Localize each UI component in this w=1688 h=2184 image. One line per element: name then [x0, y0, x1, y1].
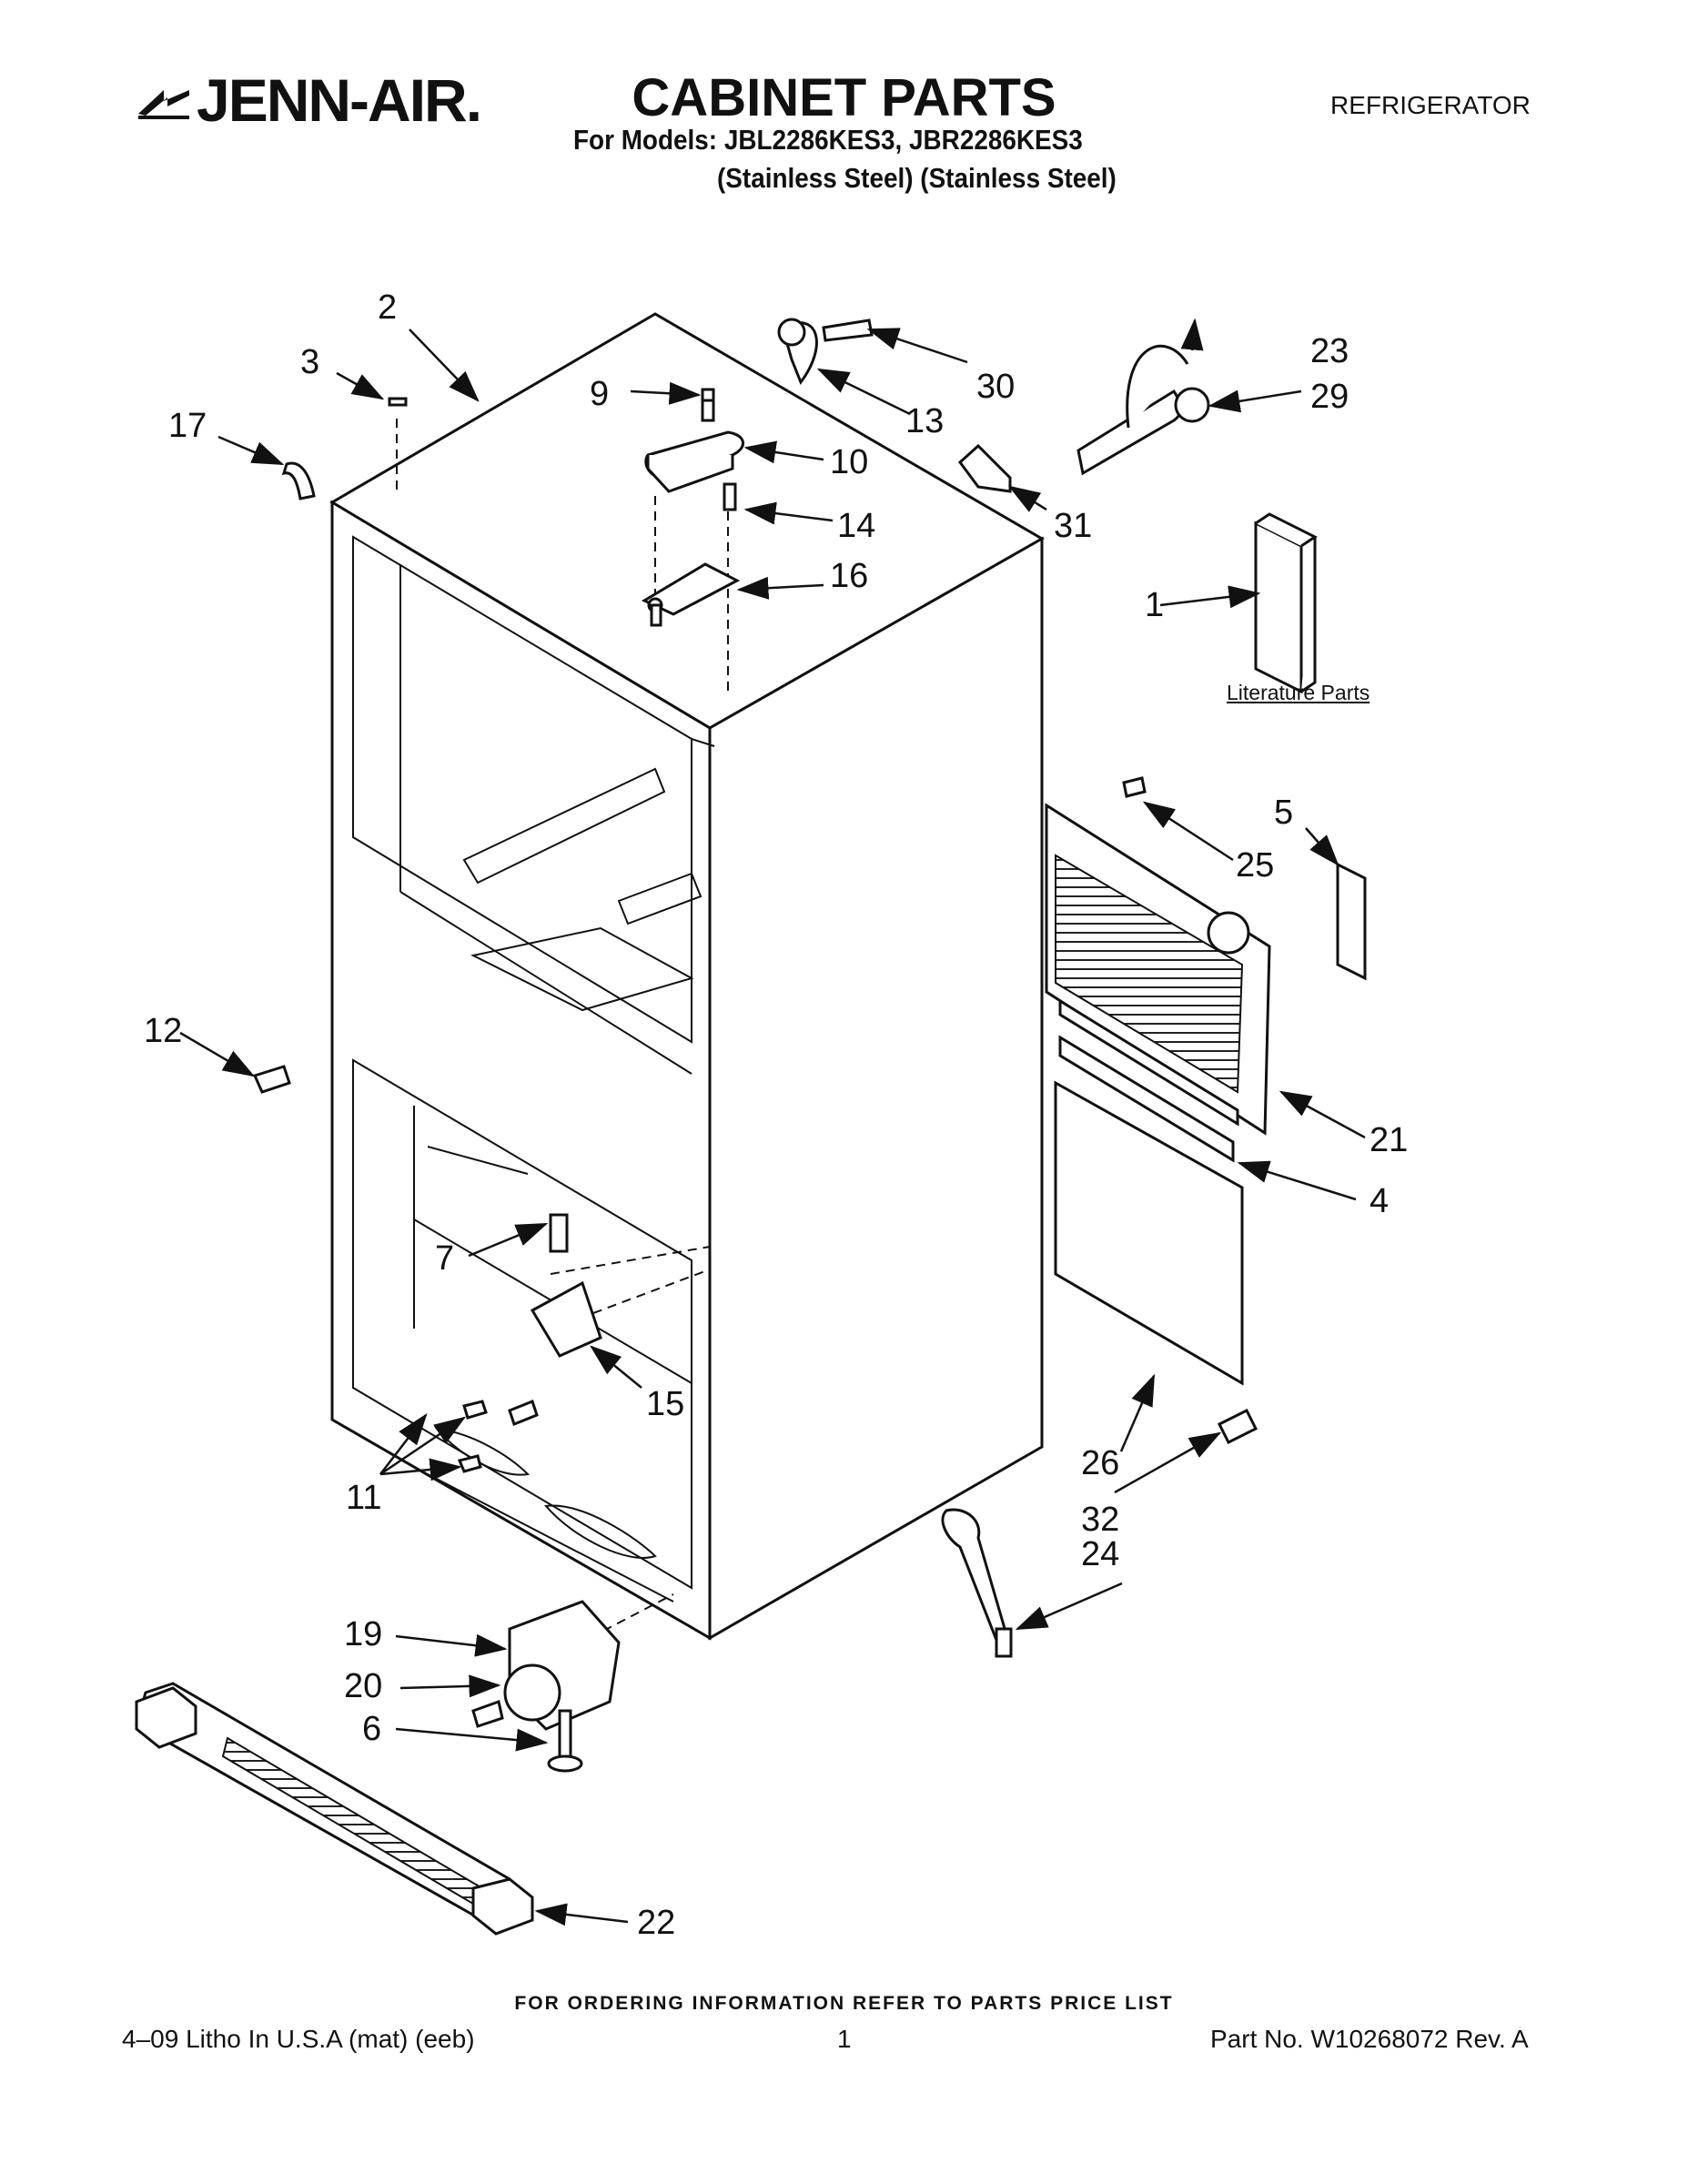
jenn-air-logo-mark-icon — [138, 90, 189, 119]
page-number: 1 — [837, 2025, 852, 2053]
ordering-note: FOR ORDERING INFORMATION REFER TO PARTS … — [514, 1993, 1174, 2014]
brand-logo: JENN-AIR. — [136, 66, 482, 135]
callout-17: 17 — [168, 407, 207, 445]
callout-4: 4 — [1370, 1182, 1389, 1220]
callout-9: 9 — [590, 375, 609, 413]
model-numbers: For Models: JBL2286KES3, JBR2286KES3 — [573, 124, 1083, 156]
callout-22: 22 — [637, 1904, 675, 1942]
callout-7: 7 — [435, 1239, 454, 1278]
refrigerator-cabinet — [329, 312, 1046, 1641]
callout-15: 15 — [646, 1385, 684, 1423]
callout-12: 12 — [144, 1012, 182, 1050]
product-category: REFRIGERATOR — [1330, 91, 1531, 119]
callout-21: 21 — [1370, 1121, 1408, 1159]
callout-25: 25 — [1236, 846, 1274, 885]
print-info: 4–09 Litho In U.S.A (mat) (eeb) — [122, 2025, 475, 2053]
small-hardware-parts — [252, 318, 1318, 1658]
assembly-guide-lines — [396, 419, 729, 1639]
callout-24: 24 — [1081, 1535, 1119, 1573]
callout-32: 32 — [1081, 1501, 1119, 1539]
callout-6: 6 — [362, 1710, 381, 1748]
callout-23: 23 — [1310, 332, 1349, 370]
callout-20: 20 — [344, 1667, 382, 1705]
literature-parts-label: Literature Parts — [1227, 681, 1370, 704]
callout-10: 10 — [830, 443, 868, 481]
callout-leaders — [179, 318, 1366, 1926]
callout-11: 11 — [346, 1479, 381, 1517]
callout-19: 19 — [344, 1615, 382, 1653]
rear-access-panel — [1045, 776, 1367, 1386]
callout-labels: 1 2 3 4 5 6 7 9 10 11 12 13 14 15 16 17 … — [144, 288, 1408, 1942]
page-title: CABINET PARTS — [632, 68, 1056, 127]
callout-14: 14 — [837, 507, 875, 545]
callout-1: 1 — [1145, 586, 1164, 624]
callout-26: 26 — [1081, 1444, 1119, 1482]
part-number: Part No. W10268072 Rev. A — [1210, 2025, 1529, 2053]
brand-name: JENN-AIR. — [197, 66, 482, 134]
callout-13: 13 — [905, 402, 944, 440]
callout-31: 31 — [1054, 507, 1092, 545]
callout-5: 5 — [1274, 794, 1293, 832]
callout-16: 16 — [830, 557, 868, 595]
callout-2: 2 — [378, 288, 397, 327]
roller-assembly — [471, 1600, 621, 1773]
callout-30: 30 — [976, 368, 1015, 406]
callout-29: 29 — [1310, 378, 1349, 416]
callout-3: 3 — [300, 343, 319, 381]
toe-grille — [135, 1682, 534, 1936]
model-finish: (Stainless Steel) (Stainless Steel) — [717, 162, 1117, 194]
